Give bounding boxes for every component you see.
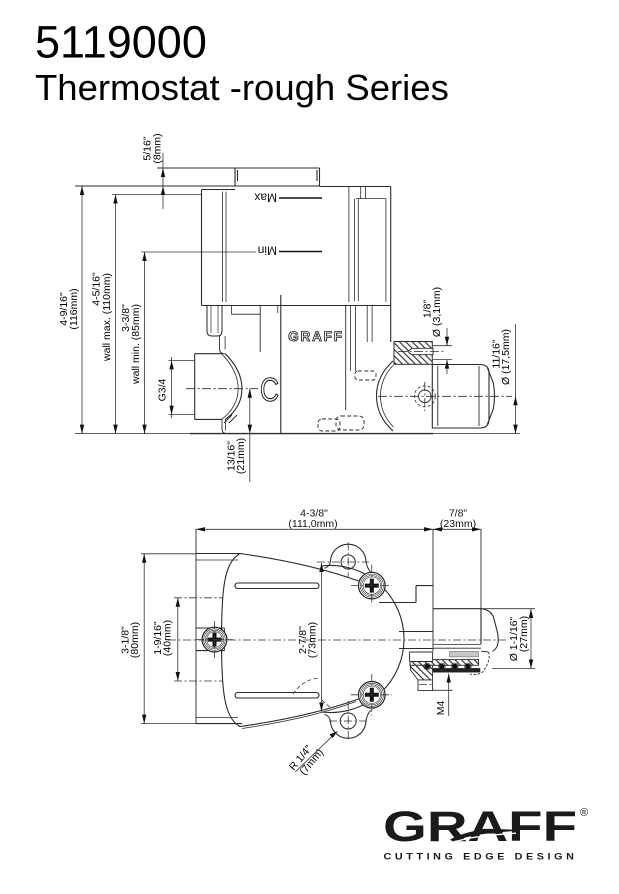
svg-text:11/16": 11/16" <box>491 339 503 368</box>
svg-text:GRAFF: GRAFF <box>288 329 344 344</box>
svg-text:Min: Min <box>258 244 277 258</box>
svg-text:(21mm): (21mm) <box>235 438 247 474</box>
svg-text:Ø 1-1/16": Ø 1-1/16" <box>508 616 520 661</box>
svg-text:C: C <box>260 372 279 408</box>
svg-text:G3/4: G3/4 <box>156 378 168 401</box>
svg-text:Ø (17,5mm): Ø (17,5mm) <box>500 329 512 385</box>
svg-text:GRAFF: GRAFF <box>383 803 577 851</box>
svg-text:(111,0mm): (111,0mm) <box>288 518 337 530</box>
svg-text:Ø (3,1mm): Ø (3,1mm) <box>431 287 443 337</box>
svg-text:(23mm): (23mm) <box>440 518 476 530</box>
svg-text:wall min. (85mm): wall min. (85mm) <box>130 304 142 385</box>
svg-text:3-3/8": 3-3/8" <box>120 304 132 332</box>
svg-text:13/16": 13/16" <box>226 441 238 471</box>
svg-text:Thermostat -rough Series: Thermostat -rough Series <box>35 67 449 108</box>
svg-text:3-1/8": 3-1/8" <box>120 626 132 654</box>
svg-text:2-7/8": 2-7/8" <box>297 626 309 654</box>
svg-text:4-3/8": 4-3/8" <box>300 508 328 520</box>
svg-text:(116mm): (116mm) <box>68 288 80 329</box>
svg-text:(27mm): (27mm) <box>518 616 530 652</box>
svg-text:wall max. (110mm): wall max. (110mm) <box>101 273 113 362</box>
svg-text:Max: Max <box>254 191 277 205</box>
svg-text:M4: M4 <box>435 701 447 716</box>
svg-text:4-9/16": 4-9/16" <box>58 292 70 326</box>
svg-text:®: ® <box>580 807 588 819</box>
svg-text:CUTTING EDGE DESIGN: CUTTING EDGE DESIGN <box>384 852 578 862</box>
svg-text:4-5/16": 4-5/16" <box>91 272 103 306</box>
svg-text:(73mm): (73mm) <box>307 622 319 658</box>
svg-text:1-9/16": 1-9/16" <box>152 621 164 655</box>
svg-text:(8mm): (8mm) <box>152 133 164 163</box>
svg-text:(80mm): (80mm) <box>129 622 141 658</box>
svg-text:(40mm): (40mm) <box>162 620 174 656</box>
svg-text:1/8": 1/8" <box>422 300 434 319</box>
svg-text:5/16": 5/16" <box>142 136 154 160</box>
svg-text:7/8": 7/8" <box>449 508 468 520</box>
svg-text:5119000: 5119000 <box>35 17 207 68</box>
